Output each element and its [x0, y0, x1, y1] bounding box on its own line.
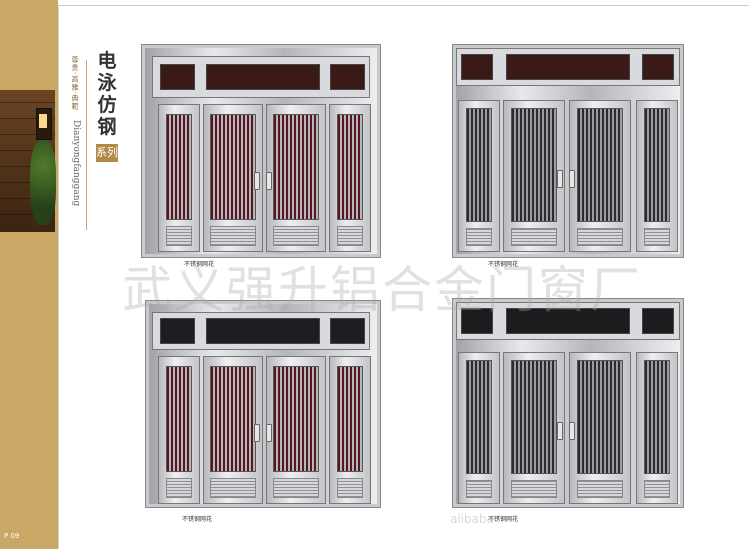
transom-grille: [642, 308, 674, 334]
kick-plate: [337, 478, 363, 498]
door-handle: [569, 422, 575, 440]
transom-grille: [642, 54, 674, 80]
glass-panel: [577, 360, 623, 474]
watermark-text: 武义强升铝合金门窗厂: [122, 261, 642, 319]
catalog-page: [58, 5, 749, 549]
door-caption: 不锈钢网花: [184, 261, 215, 268]
kick-plate: [644, 480, 670, 498]
divider-line: [86, 60, 87, 230]
ivy-plant: [30, 140, 56, 225]
series-pinyin: Dianyongfanggang: [71, 120, 81, 207]
transom-grille: [330, 64, 365, 90]
kick-plate: [466, 228, 492, 246]
kick-plate: [273, 478, 319, 498]
door-handle: [266, 424, 272, 442]
door-handle: [254, 424, 260, 442]
glass-panel: [337, 114, 363, 220]
lamp-glow: [39, 114, 47, 128]
glass-panel: [511, 108, 557, 222]
door-caption: 不锈钢网花: [182, 516, 213, 523]
transom-grille: [506, 308, 630, 334]
transom-grille: [330, 318, 365, 344]
glass-panel: [210, 114, 256, 220]
glass-panel: [337, 366, 363, 472]
kick-plate: [577, 228, 623, 246]
transom-grille: [506, 54, 630, 80]
glass-panel: [644, 360, 670, 474]
kick-plate: [577, 480, 623, 498]
glass-panel: [273, 366, 319, 472]
glass-panel: [511, 360, 557, 474]
glass-panel: [166, 366, 192, 472]
door-handle: [266, 172, 272, 190]
glass-panel: [166, 114, 192, 220]
series-tag: 系列: [96, 144, 118, 162]
glass-panel: [273, 114, 319, 220]
kick-plate: [210, 226, 256, 246]
door-handle: [557, 170, 563, 188]
glass-panel: [466, 108, 492, 222]
kick-plate: [166, 478, 192, 498]
door-handle: [557, 422, 563, 440]
left-sidebar: P 09: [0, 0, 58, 549]
door-handle: [569, 170, 575, 188]
glass-panel: [210, 366, 256, 472]
kick-plate: [511, 480, 557, 498]
door-caption: 不锈钢网花: [488, 261, 519, 268]
glass-panel: [644, 108, 670, 222]
series-title: 电泳仿钢: [97, 50, 117, 138]
page-number: P 09: [4, 532, 20, 540]
transom-grille: [206, 318, 320, 344]
transom-grille: [160, 318, 195, 344]
transom-grille: [461, 308, 493, 334]
transom-grille: [461, 54, 493, 80]
transom-grille: [206, 64, 320, 90]
kick-plate: [466, 480, 492, 498]
kick-plate: [337, 226, 363, 246]
tagline: 尊贵·高雅·典範: [71, 56, 79, 111]
glass-panel: [577, 108, 623, 222]
kick-plate: [511, 228, 557, 246]
glass-panel: [466, 360, 492, 474]
watermark-site: alibaba: [450, 512, 494, 526]
door-handle: [254, 172, 260, 190]
door-caption: 不锈钢网花: [488, 516, 519, 523]
kick-plate: [166, 226, 192, 246]
kick-plate: [273, 226, 319, 246]
kick-plate: [210, 478, 256, 498]
transom-grille: [160, 64, 195, 90]
kick-plate: [644, 228, 670, 246]
